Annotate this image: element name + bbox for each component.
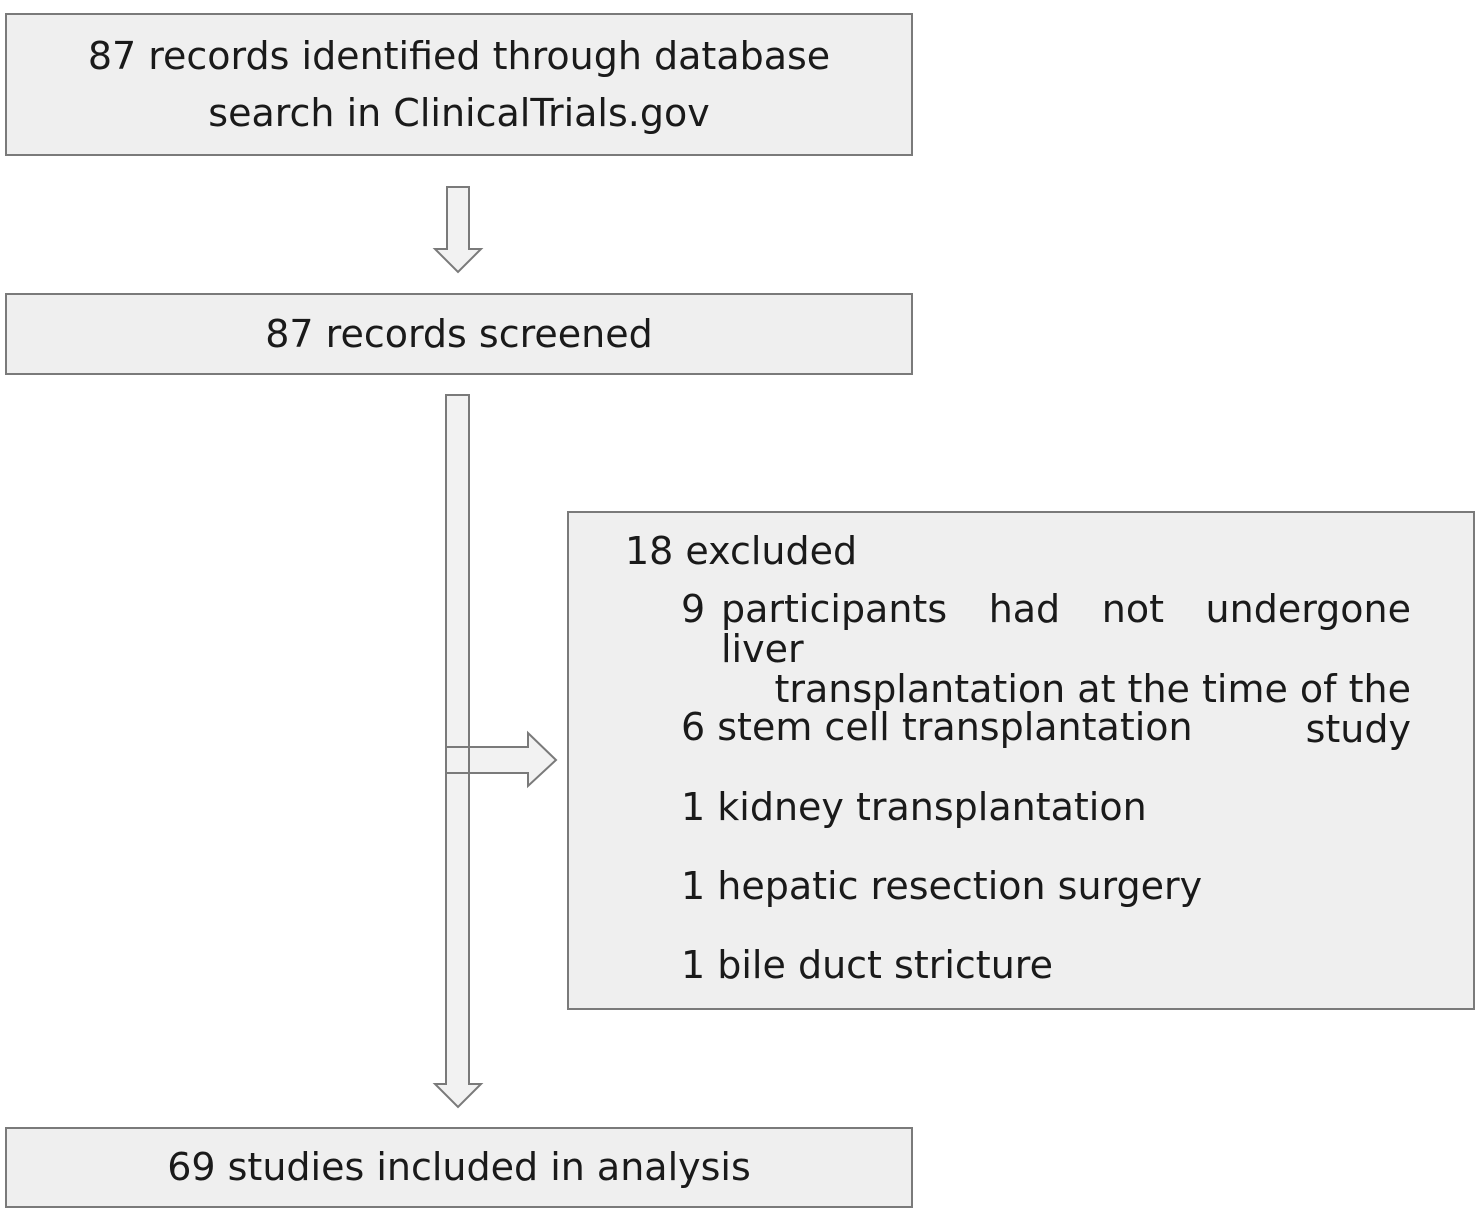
arrow-identified-to-screened [432, 186, 484, 274]
excluded-title: 18 excluded [625, 529, 858, 573]
excluded-item-count: 9 [681, 587, 706, 631]
excluded-item-stem-cell: 6 stem cell transplantation [681, 705, 1193, 749]
identified-box: 87 records identified through database s… [5, 13, 913, 156]
screened-box: 87 records screened [5, 293, 913, 375]
included-text: 69 studies included in analysis [167, 1145, 751, 1189]
excluded-item-text-line1: participants had not undergone liver [721, 587, 1411, 671]
excluded-item-not-transplanted: 9 participants had not undergone liver t… [681, 589, 1411, 749]
excluded-item-text: participants had not undergone liver tra… [721, 589, 1411, 749]
excluded-item-text-line2: transplantation at the time of the study [774, 667, 1412, 751]
excluded-item-bile-duct: 1 bile duct stricture [681, 943, 1053, 987]
identified-text: 87 records identified through database s… [87, 33, 831, 135]
excluded-item-hepatic-resection: 1 hepatic resection surgery [681, 864, 1203, 908]
included-box: 69 studies included in analysis [5, 1127, 913, 1208]
arrow-junction [448, 748, 468, 772]
excluded-box: 18 excluded 9 participants had not under… [567, 511, 1475, 1010]
excluded-item-kidney: 1 kidney transplantation [681, 785, 1147, 829]
screened-text: 87 records screened [265, 311, 653, 356]
